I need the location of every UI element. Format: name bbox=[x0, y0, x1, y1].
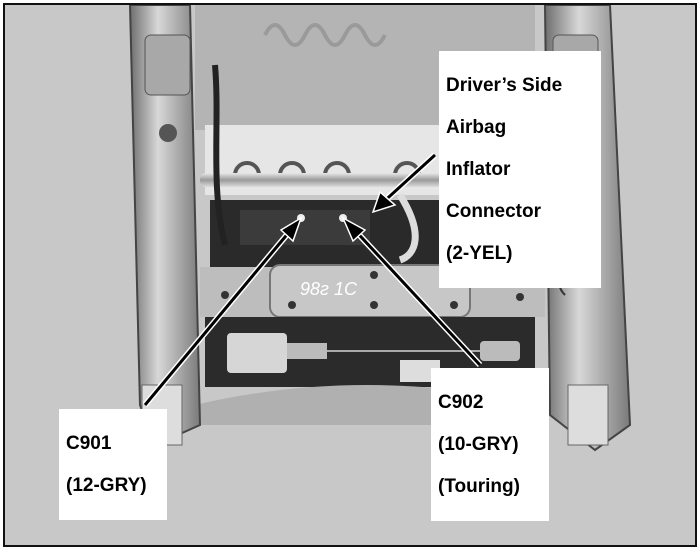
c902-label: C902 (10-GRY) (Touring) bbox=[431, 368, 549, 521]
label-line: (2-YEL) bbox=[446, 243, 513, 264]
label-line: (10-GRY) bbox=[438, 434, 519, 455]
label-line: (12-GRY) bbox=[66, 475, 147, 496]
label-line: Airbag bbox=[446, 117, 507, 138]
label-line: Driver’s Side bbox=[446, 75, 563, 96]
c901-label: C901 (12-GRY) bbox=[59, 409, 167, 520]
svg-text:98ƨ 1C: 98ƨ 1C bbox=[300, 279, 358, 299]
label-line: Connector bbox=[446, 201, 541, 222]
label-line: C901 bbox=[66, 433, 112, 454]
label-line: C902 bbox=[438, 392, 484, 413]
airbag-connector-label: Driver’s Side Airbag Inflator Connector … bbox=[439, 51, 601, 288]
figure-frame: 98ƨ 1C bbox=[3, 3, 697, 547]
label-line: Inflator bbox=[446, 159, 511, 180]
label-line: (Touring) bbox=[438, 476, 520, 497]
leader-c901 bbox=[142, 223, 298, 407]
